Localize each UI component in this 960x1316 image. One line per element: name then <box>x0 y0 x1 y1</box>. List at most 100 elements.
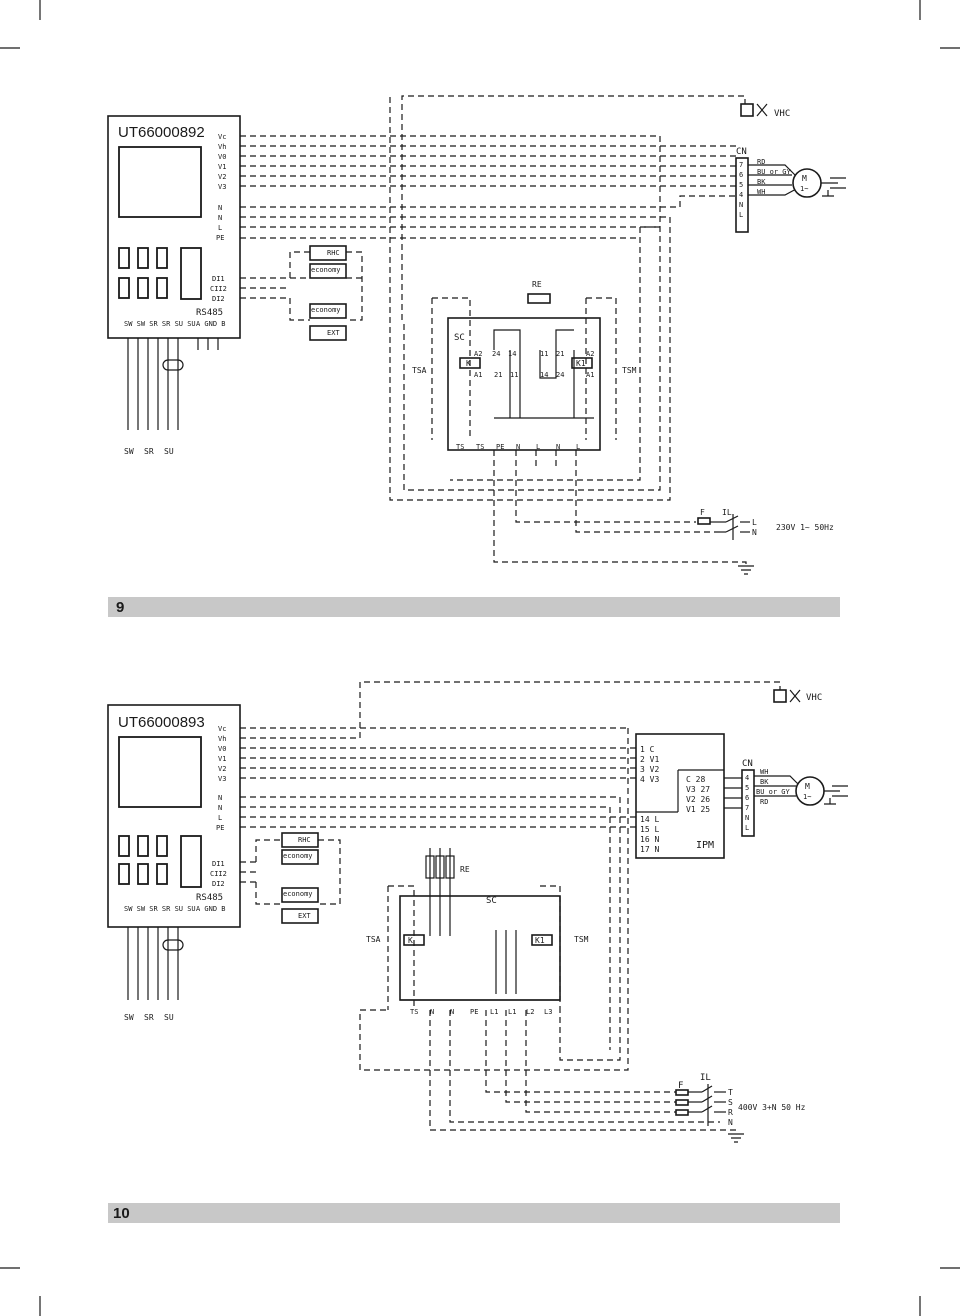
valve-icon <box>789 689 801 703</box>
connector-pins: 7 6 5 4 N L <box>739 161 743 219</box>
model-label: UT66000893 <box>118 714 205 731</box>
svg-text:L: L <box>536 443 540 451</box>
valve-feed <box>359 681 781 738</box>
svg-text:6: 6 <box>745 794 749 802</box>
supply-line-n: N <box>752 528 757 537</box>
svg-text:BK: BK <box>760 778 769 786</box>
svg-text:V3 27: V3 27 <box>686 785 710 794</box>
sensor-su-label: SU <box>164 447 174 456</box>
svg-text:TS: TS <box>456 443 464 451</box>
svg-text:Vh: Vh <box>218 735 226 743</box>
svg-text:Vc: Vc <box>218 725 226 733</box>
svg-text:N: N <box>218 794 222 802</box>
svg-text:PE: PE <box>216 234 224 242</box>
earth-icon <box>728 1133 744 1143</box>
figure-9-number: 9 <box>116 599 124 616</box>
svg-text:DI1: DI1 <box>212 860 225 868</box>
svg-text:CII2: CII2 <box>210 870 227 878</box>
svg-text:A GND B: A GND B <box>196 905 226 913</box>
svg-text:2 V1: 2 V1 <box>640 755 659 764</box>
svg-text:EXT: EXT <box>327 329 340 337</box>
svg-text:11: 11 <box>540 350 548 358</box>
controller-terminals: Vc Vh V0 V1 V2 V3 N N L PE DI1 CII2 DI2 … <box>124 133 227 328</box>
fuses <box>675 1089 689 1116</box>
isolator-switch <box>688 1084 726 1126</box>
svg-text:TS: TS <box>410 1008 418 1016</box>
svg-text:SC: SC <box>454 333 465 343</box>
svg-text:L: L <box>576 443 580 451</box>
economy-switch-2 <box>281 887 319 903</box>
rhc-switch <box>309 245 347 261</box>
controller-display <box>118 736 202 808</box>
sensor-sw-label: SW <box>124 1013 134 1022</box>
svg-text:SW SW SR SR SU SU: SW SW SR SR SU SU <box>124 320 196 328</box>
svg-text:K: K <box>408 936 413 945</box>
model-label: UT66000892 <box>118 124 205 141</box>
svg-text:N: N <box>745 814 749 822</box>
module-terminals: TS TS PE N L N L <box>456 443 580 451</box>
heater-label: RE <box>532 280 542 289</box>
svg-text:L: L <box>218 224 222 232</box>
valve-label: VHC <box>774 109 790 119</box>
return-wiring <box>389 96 747 566</box>
svg-text:PE: PE <box>216 824 224 832</box>
svg-text:N: N <box>218 204 222 212</box>
relay-module <box>447 317 601 451</box>
svg-text:N: N <box>218 214 222 222</box>
sensor-su-label: SU <box>164 1013 174 1022</box>
isolator-switch <box>710 514 750 540</box>
svg-text:V3: V3 <box>218 775 226 783</box>
svg-text:14: 14 <box>540 371 548 379</box>
valve-actuator <box>740 103 754 117</box>
figure-9-diagram: UT66000892 Vc Vh V0 V1 V2 V3 N N L PE DI… <box>107 95 846 575</box>
heater-element <box>527 293 551 304</box>
sensor-sr-label: SR <box>144 447 154 456</box>
supply-rating: 230V 1~ 50Hz <box>776 523 834 532</box>
relay-k1 <box>571 357 593 369</box>
svg-text:BU or GY: BU or GY <box>756 788 791 796</box>
svg-text:1 C: 1 C <box>640 745 655 754</box>
controller-display <box>118 146 202 218</box>
svg-text:16 N: 16 N <box>640 835 659 844</box>
figure-10-diagram: UT66000893 Vc Vh V0 V1 V2 V3 N N L PE DI… <box>107 681 848 1143</box>
svg-text:V1: V1 <box>218 755 226 763</box>
connector-pins: 4 5 6 7 N L <box>745 774 749 832</box>
svg-text:SC: SC <box>486 896 497 906</box>
svg-text:A1: A1 <box>586 371 594 379</box>
valve-feed <box>401 95 746 320</box>
svg-text:Vc: Vc <box>218 133 226 141</box>
svg-text:CII2: CII2 <box>210 285 227 293</box>
svg-text:RS485: RS485 <box>196 893 223 903</box>
figure-9-caption-bar <box>108 597 840 617</box>
svg-text:5: 5 <box>739 181 743 189</box>
svg-text:DI1: DI1 <box>212 275 225 283</box>
svg-text:V0: V0 <box>218 745 226 753</box>
controller-unit <box>107 704 241 928</box>
supply-line-l: L <box>752 518 757 527</box>
svg-text:1~: 1~ <box>803 793 811 801</box>
svg-text:11: 11 <box>510 371 518 379</box>
svg-text:SW SW SR SR SU SU: SW SW SR SR SU SU <box>124 905 196 913</box>
controller-buttons <box>118 835 202 888</box>
ground-icon <box>824 785 848 805</box>
ext-switch <box>281 908 319 924</box>
svg-text:A2: A2 <box>586 350 594 358</box>
relay-contact-labels: A2 24 14 11 21 A1 21 11 14 24 A2 A1 <box>474 350 594 379</box>
controller-buttons <box>118 247 202 300</box>
svg-text:L2: L2 <box>526 1008 534 1016</box>
isolator-label: IL <box>722 508 732 517</box>
svg-text:24: 24 <box>556 371 564 379</box>
fuse-label: F <box>678 1081 683 1091</box>
svg-text:economy: economy <box>311 306 341 314</box>
terminal-stubs <box>240 135 736 299</box>
connector-label: CN <box>736 147 747 157</box>
svg-text:L1: L1 <box>490 1008 498 1016</box>
heater-label: RE <box>460 865 470 874</box>
switch-wiring <box>289 251 363 321</box>
svg-text:14 L: 14 L <box>640 815 659 824</box>
svg-text:M: M <box>805 782 810 791</box>
svg-text:3 V2: 3 V2 <box>640 765 659 774</box>
svg-text:BK: BK <box>757 178 766 186</box>
controller-terminals: Vc Vh V0 V1 V2 V3 N N L PE DI1 CII2 DI2 … <box>124 725 227 913</box>
